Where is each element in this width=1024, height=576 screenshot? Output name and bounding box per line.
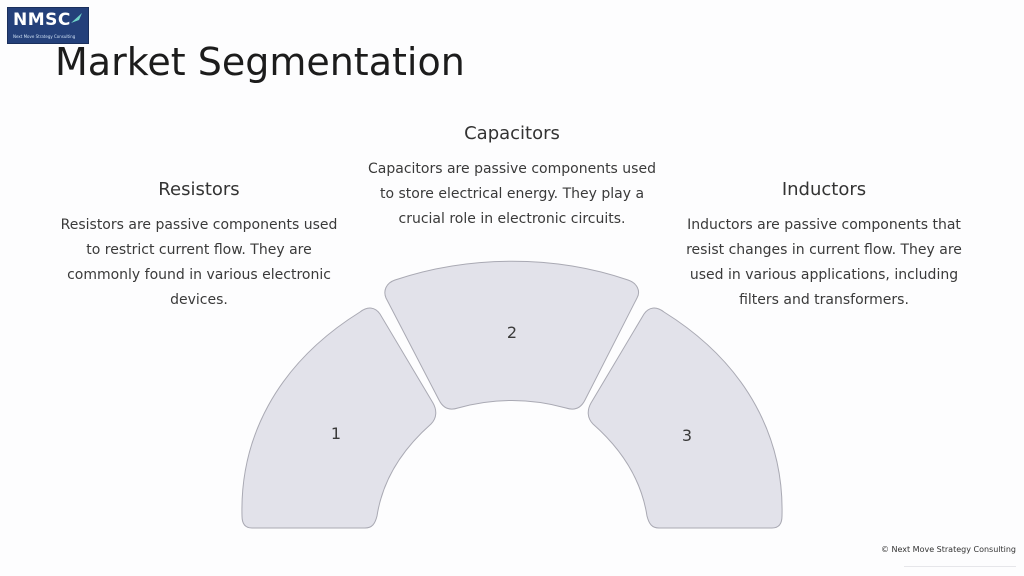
logo-arrow-icon (71, 13, 82, 23)
segment-2-number: 2 (507, 323, 517, 342)
segment-2-shape (384, 260, 640, 410)
segment-title-inductors: Inductors (781, 179, 867, 200)
page-title: Market Segmentation (55, 40, 465, 84)
segment-title-capacitors: Capacitors (464, 123, 560, 144)
copyright-notice: © Next Move Strategy Consulting (880, 545, 1016, 554)
segment-1-number: 1 (331, 424, 341, 443)
segment-3-shape (587, 307, 783, 529)
logo-text: NMSC (13, 10, 71, 30)
segment-description-resistors: Resistors are passive components used to… (60, 217, 338, 308)
company-logo: NMSC Next Move Strategy Consulting (7, 7, 89, 44)
segment-3-number: 3 (682, 426, 692, 445)
segment-title-resistors: Resistors (158, 179, 240, 200)
segment-description-capacitors: Capacitors are passive components used t… (368, 161, 656, 227)
logo-subtext: Next Move Strategy Consulting (13, 34, 76, 39)
footer-divider (904, 566, 1016, 567)
segment-1-shape (241, 307, 437, 529)
segment-description-inductors: Inductors are passive components that re… (686, 217, 962, 308)
